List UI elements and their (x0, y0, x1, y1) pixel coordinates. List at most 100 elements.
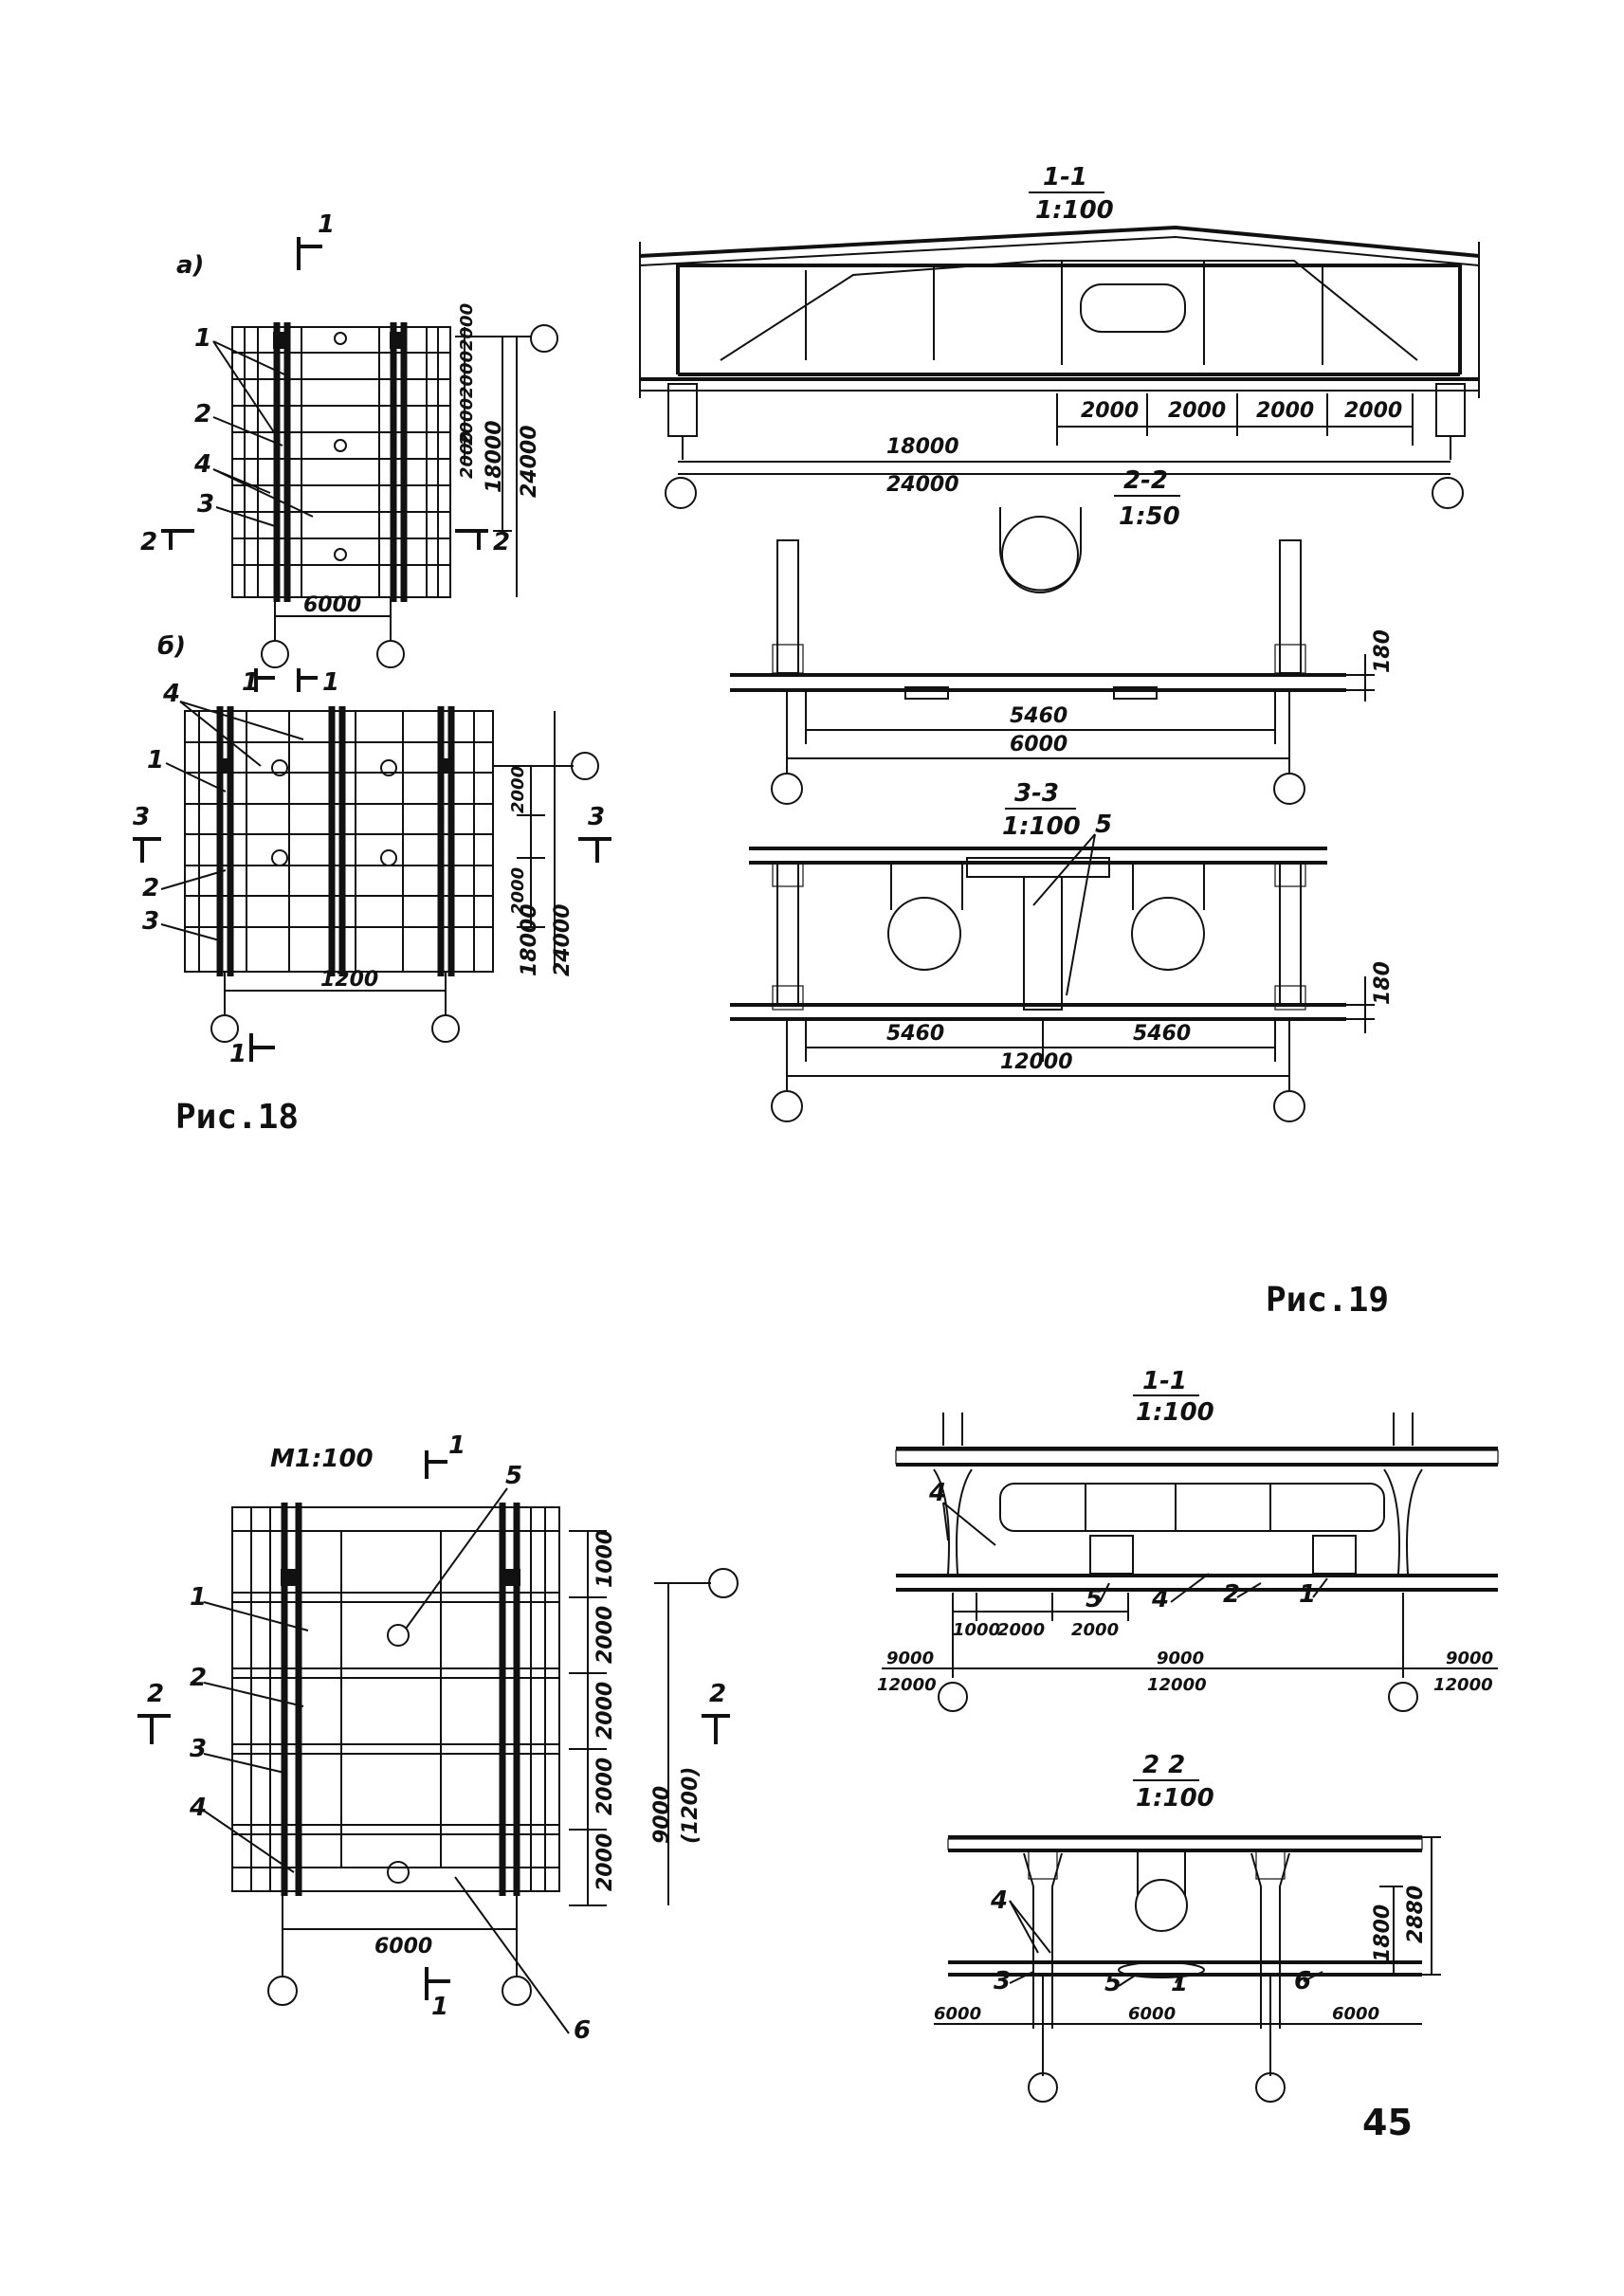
section-dim: 6000 (934, 2004, 981, 2024)
section-1-1-bay: 2000 (1344, 399, 1402, 423)
plan-scale: М1:100 (270, 1445, 374, 1473)
item-label: 5 (1095, 811, 1112, 839)
plan-b-section-mark: 1 (229, 1040, 246, 1068)
grid-axis-marker (771, 773, 803, 805)
plan-a-purlins (232, 327, 450, 597)
fig18-plan-a: а) 1 (140, 210, 558, 668)
section-1-1-inner: 18000 (886, 435, 959, 459)
item-label: 3 (994, 1967, 1011, 1995)
opening-icon (380, 849, 397, 866)
plan-b-girders (216, 706, 455, 976)
grid-axis-marker (1273, 773, 1305, 805)
plan-a-label: а) (176, 251, 204, 280)
grid-axis-marker (376, 640, 405, 668)
plan-b-label: б) (157, 632, 186, 661)
section-scale: 1:100 (1002, 812, 1081, 841)
item-label: 6 (1294, 1967, 1311, 1995)
section-title: 1-1 (1043, 163, 1087, 191)
grid-axis-marker (938, 1682, 968, 1712)
duct-icon (1135, 1879, 1188, 1932)
plan-dim-total: 9000 (650, 1786, 674, 1844)
section-dim: 12000 (1147, 1675, 1207, 1695)
fig19-section-2-2: 2 2 1:100 4 3 5 1 6 1800 288 (934, 1751, 1441, 2103)
grid-axis-marker (571, 752, 599, 780)
plan-b-section-mark: 3 (133, 803, 150, 831)
duct-icon (1131, 897, 1205, 971)
plan-a-dim-inner: 18000 (483, 420, 506, 493)
grid-axis-marker (261, 640, 289, 668)
section-dim-small: 1000 (953, 1620, 1000, 1640)
plan-bay: 2000 (593, 1606, 617, 1664)
plan-dim-bottom: 6000 (374, 1935, 432, 1959)
item-label: 2 (194, 400, 211, 428)
opening-icon (380, 759, 397, 776)
section-dim-small: 2000 (1071, 1620, 1119, 1640)
item-label: 4 (193, 450, 211, 479)
plan-a-bay: 2000 (457, 398, 477, 446)
plan-section-mark: 1 (448, 1431, 465, 1460)
plan-bay: 1000 (593, 1530, 617, 1588)
plan-b-section-mark: 1 (322, 668, 339, 697)
item-label: 2 (190, 1664, 207, 1692)
section-dim: 9000 (1157, 1649, 1204, 1668)
plan-b-dim-inner: 18000 (518, 903, 541, 976)
plan-b-bay: 2000 (508, 766, 528, 813)
fig19-caption: Рис.19 (1266, 1281, 1389, 1320)
section-height: 1800 (1371, 1904, 1395, 1962)
opening-icon (271, 849, 288, 866)
plan-bay: 2000 (593, 1682, 617, 1740)
section-scale: 1:100 (1136, 1784, 1214, 1813)
grid-axis-marker (1388, 1682, 1418, 1712)
plan-a-dim-bottom: 6000 (303, 593, 361, 617)
item-label: 5 (1104, 1969, 1122, 1997)
section-scale: 1:100 (1136, 1398, 1214, 1427)
item-label: 4 (928, 1479, 946, 1507)
opening-icon (334, 332, 347, 345)
plan-a-section-mark: 2 (140, 528, 157, 556)
plan-b-bay: 2000 (508, 867, 528, 915)
duct-icon (887, 897, 961, 971)
section-2-2-inner: 5460 (1010, 704, 1067, 728)
grid-axis-marker (431, 1014, 460, 1043)
item-label: 4 (1151, 1585, 1169, 1613)
plan-a-bay: 2000 (457, 351, 477, 398)
plan-section-mark: 2 (147, 1680, 164, 1708)
opening-icon (334, 548, 347, 561)
section-2-2-height: 180 (1371, 629, 1395, 673)
fig18-caption: Рис.18 (175, 1098, 299, 1137)
section-dim: 6000 (1128, 2004, 1176, 2024)
section-2-2-outer: 6000 (1010, 733, 1067, 756)
grid-axis-marker (1432, 477, 1464, 509)
plan-a-girders (273, 322, 408, 602)
section-1-1-bay: 2000 (1081, 399, 1139, 423)
section-3-3-outer: 12000 (1000, 1050, 1073, 1074)
plan-girders (281, 1503, 520, 1896)
plan-a-bay: 2000 (457, 431, 477, 479)
page-number: 45 (1362, 2102, 1413, 2143)
item-label: 1 (1299, 1580, 1316, 1609)
section-dim: 12000 (877, 1675, 937, 1695)
opening-icon (387, 1624, 410, 1647)
item-label: 3 (190, 1735, 207, 1763)
plan-section-mark: 1 (431, 1993, 448, 2021)
item-label: 6 (574, 2016, 591, 2045)
item-label: 3 (197, 490, 214, 519)
section-title: 2-2 (1123, 466, 1168, 495)
item-label: 3 (142, 907, 159, 936)
duct-icon (1001, 516, 1079, 593)
item-label: 2 (1223, 1580, 1240, 1609)
section-dim: 9000 (886, 1649, 934, 1668)
section-dim: 6000 (1332, 2004, 1379, 2024)
plan-a-dim-outer: 24000 (518, 425, 541, 498)
section-dim: 9000 (1446, 1649, 1493, 1668)
section-3-3-height: 180 (1371, 961, 1395, 1005)
plan-dim-total-alt: (1200) (679, 1767, 703, 1844)
fig18-section-2-2: 2-2 1:50 180 5460 6000 (730, 466, 1395, 805)
grid-axis-marker (267, 1976, 298, 2006)
item-label: 1 (1171, 1969, 1188, 1997)
grid-axis-marker (1028, 2072, 1058, 2103)
plan-a-section-mark: 2 (493, 528, 510, 556)
grid-axis-marker (665, 477, 697, 509)
section-scale: 1:100 (1035, 196, 1114, 225)
section-scale: 1:50 (1119, 502, 1180, 531)
